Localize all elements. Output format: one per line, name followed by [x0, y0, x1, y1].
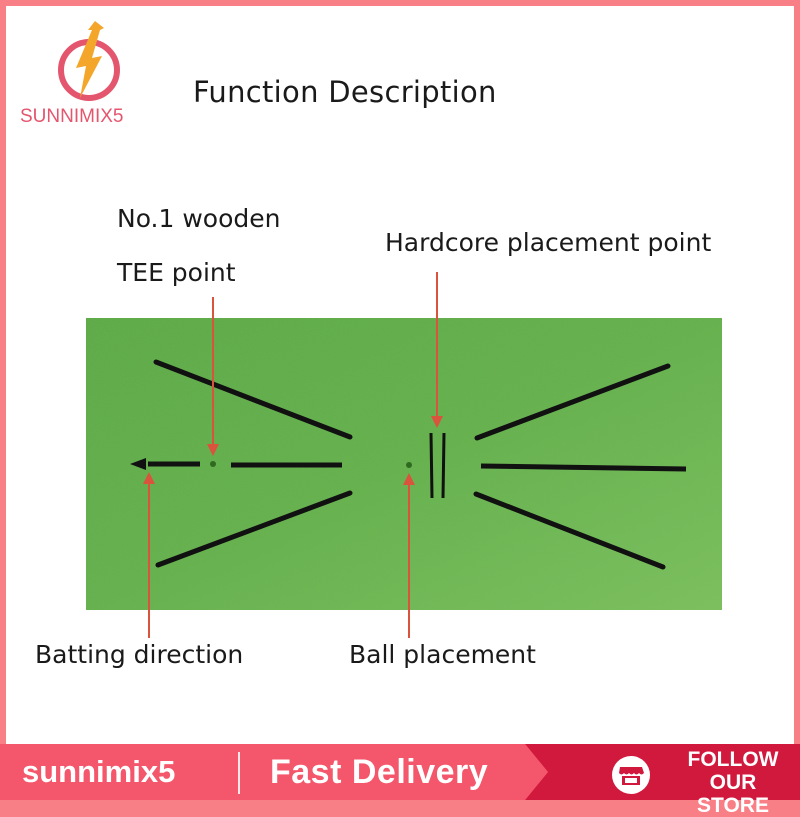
follow-store-button[interactable]: FOLLOW OUR STORE	[611, 748, 800, 817]
footer-brand: sunnimix5	[22, 754, 176, 789]
footer-divider	[238, 752, 240, 794]
label-tee-point-line1: No.1 wooden	[117, 204, 281, 233]
label-hardcore-placement: Hardcore placement point	[385, 228, 712, 257]
footer-banner	[0, 744, 800, 800]
ball-placement-marker	[406, 462, 412, 468]
lightning-bolt-icon	[76, 21, 104, 98]
label-ball-placement: Ball placement	[349, 640, 536, 669]
batting-direction-arrowhead-icon	[130, 458, 146, 470]
label-tee-point-line2: TEE point	[117, 258, 236, 287]
tee-point-marker	[210, 461, 216, 467]
callout-arrow-batting	[143, 472, 155, 638]
follow-store-label: FOLLOW OUR STORE	[677, 748, 789, 817]
hardcore-mark	[429, 432, 434, 499]
follow-line1: FOLLOW	[687, 748, 779, 771]
callout-arrow-tee	[207, 297, 219, 456]
brand-logo	[58, 21, 120, 101]
mat-guide-line	[153, 359, 353, 440]
callout-arrow-ball	[403, 473, 415, 638]
store-icon	[612, 756, 650, 794]
callout-arrow-hardcore	[431, 272, 443, 428]
hardcore-mark	[441, 432, 446, 499]
fast-delivery-tagline: Fast Delivery	[270, 753, 489, 791]
label-batting-direction: Batting direction	[35, 640, 244, 669]
brand-logo-text: SUNNIMIX5	[20, 106, 124, 127]
mat-guide-line	[474, 363, 671, 441]
mat-guide-line	[480, 463, 687, 472]
golf-mat-diagram	[86, 272, 722, 638]
mat-guide-line	[155, 490, 353, 568]
mat-guide-line	[473, 491, 666, 570]
follow-line2: OUR STORE	[697, 771, 769, 817]
diagram-title: Function Description	[193, 75, 497, 109]
